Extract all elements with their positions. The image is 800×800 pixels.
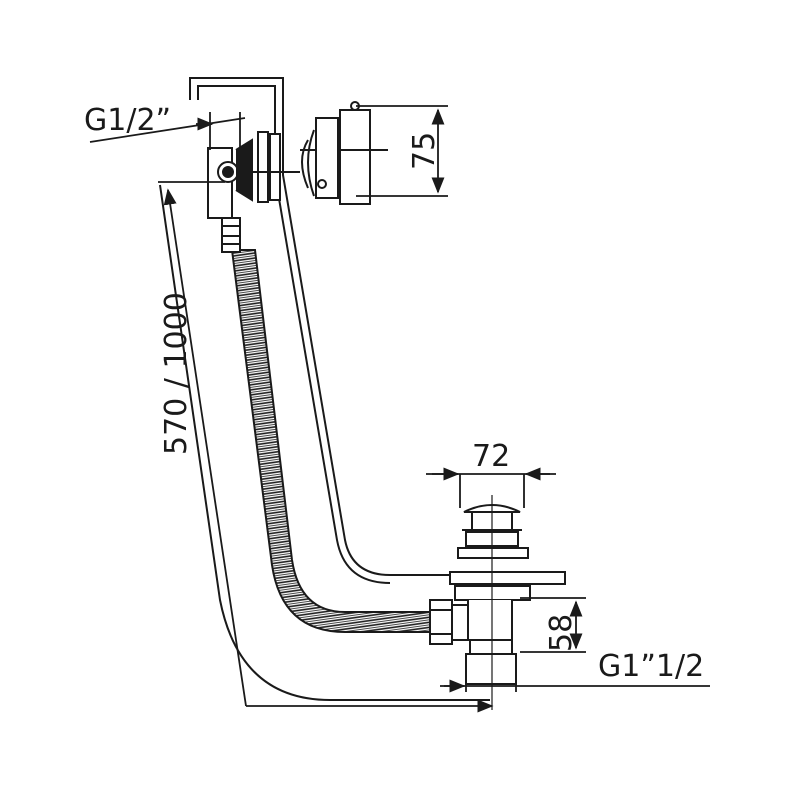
dimension-waste-height — [520, 597, 586, 653]
overflow-head-assembly — [207, 131, 300, 253]
overflow-cover-rosette — [300, 101, 388, 205]
dimension-waste-width — [426, 467, 556, 508]
overflow-rigid-tube — [189, 77, 565, 584]
dimension-length-range — [158, 181, 494, 713]
waste-width-label: 72 — [472, 439, 510, 474]
overflow-height-label: 75 — [407, 132, 442, 170]
dimension-overflow-height — [356, 105, 448, 197]
outlet-thread-label: G1”1/2 — [598, 649, 704, 684]
dimension-outlet-thread — [440, 679, 710, 693]
length-range-label: 570 / 1000 — [159, 292, 194, 455]
waste-height-label: 58 — [544, 614, 579, 652]
waste-drain-assembly — [429, 495, 566, 710]
dimension-inlet-thread — [89, 112, 246, 150]
length-envelope-curve — [159, 184, 490, 701]
inlet-thread-label: G1/2” — [84, 103, 171, 138]
